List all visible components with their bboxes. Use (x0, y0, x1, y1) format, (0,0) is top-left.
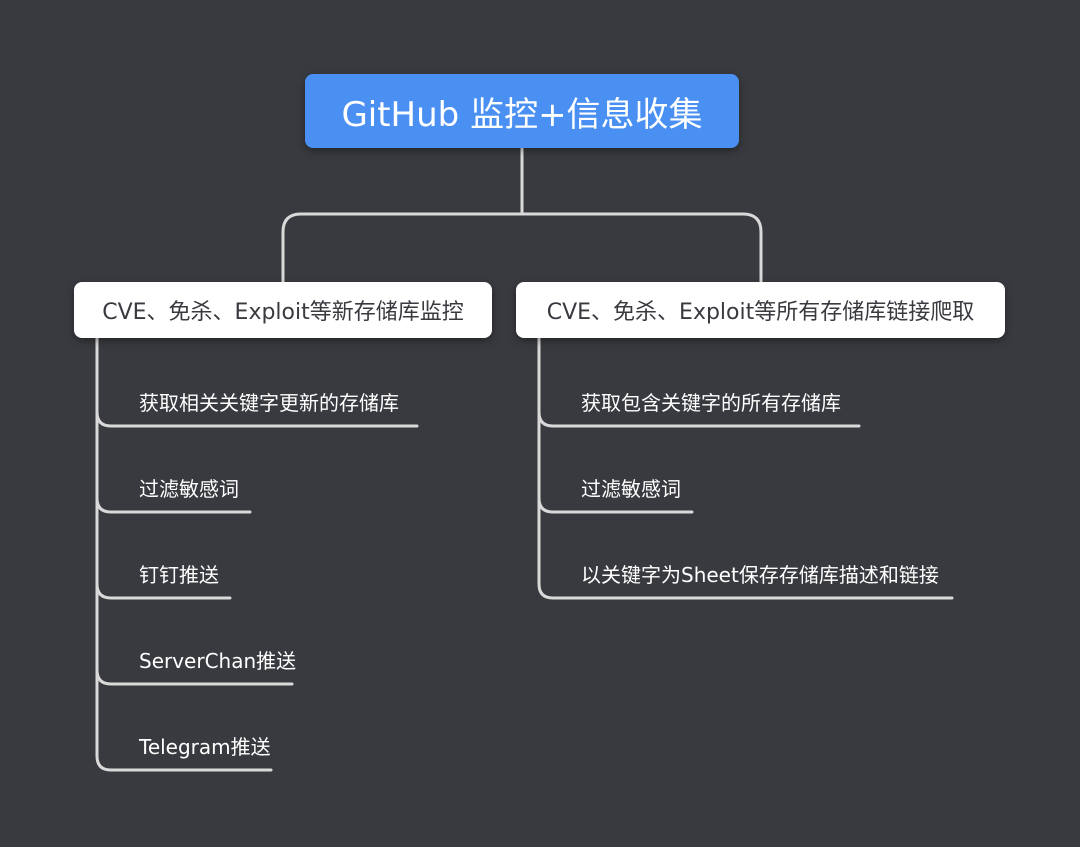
left-leaf-connector-5 (95, 668, 273, 772)
branch-node-new-repo-monitoring[interactable]: CVE、免杀、Exploit等新存储库监控 (74, 282, 492, 338)
leaf-node[interactable]: 过滤敏感词 (581, 477, 681, 501)
leaf-node[interactable]: 获取包含关键字的所有存储库 (581, 391, 841, 415)
right-leaf-connector-3 (537, 496, 954, 600)
branch-node-all-repo-crawling[interactable]: CVE、免杀、Exploit等所有存储库链接爬取 (516, 282, 1005, 338)
leaf-node[interactable]: 以关键字为Sheet保存存储库描述和链接 (581, 563, 939, 587)
branch-bracket (281, 212, 763, 284)
root-topic-node[interactable]: GitHub 监控+信息收集 (305, 74, 739, 148)
root-topic-label: GitHub 监控+信息收集 (341, 94, 703, 135)
leaf-node[interactable]: Telegram推送 (139, 735, 271, 759)
branch-label: CVE、免杀、Exploit等所有存储库链接爬取 (546, 300, 975, 325)
leaf-node[interactable]: ServerChan推送 (139, 649, 297, 673)
leaf-node[interactable]: 获取相关关键字更新的存储库 (139, 391, 399, 415)
leaf-node[interactable]: 钉钉推送 (139, 563, 219, 587)
branch-label: CVE、免杀、Exploit等新存储库监控 (102, 300, 464, 325)
leaf-node[interactable]: 过滤敏感词 (139, 477, 239, 501)
